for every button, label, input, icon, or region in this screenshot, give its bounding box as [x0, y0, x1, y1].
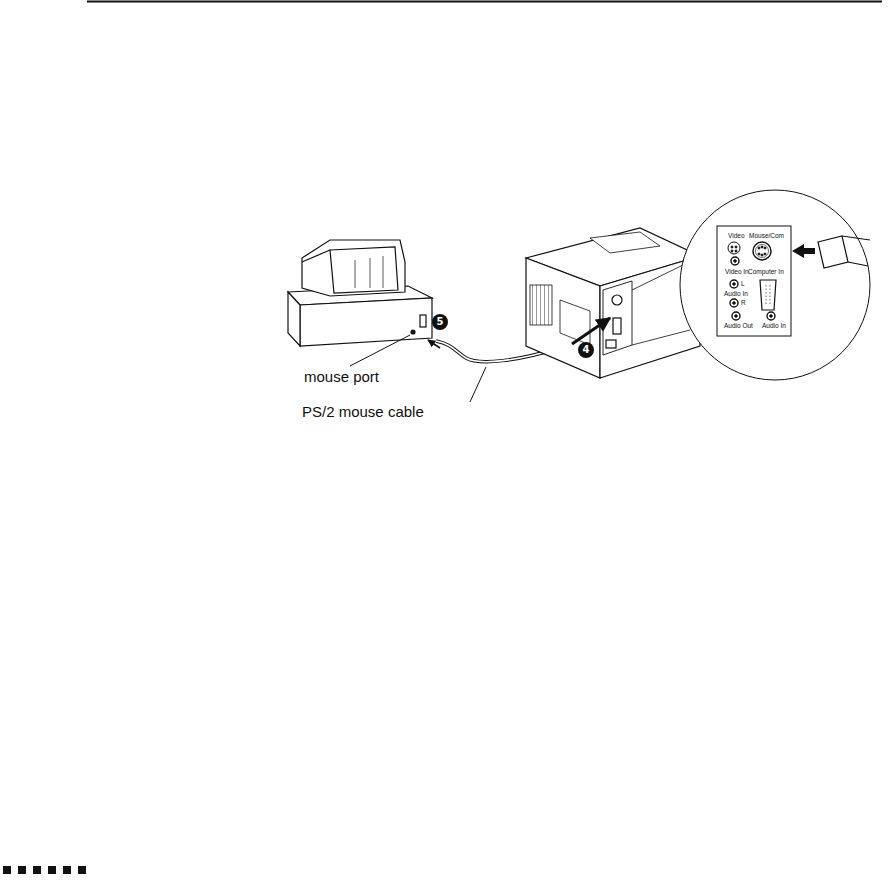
label-text: PS/2 mouse cable	[302, 404, 424, 421]
callout-number: 5	[432, 314, 448, 330]
port-label: Computer In	[748, 268, 784, 275]
port-label: Audio Out	[724, 322, 753, 329]
port-label: Mouse/Com	[749, 232, 784, 239]
callout-number: 4	[578, 342, 594, 358]
label-text: mouse port	[304, 369, 379, 386]
port-label: L	[741, 280, 745, 287]
port-label: Video In	[725, 268, 749, 275]
port-label: Audio In	[762, 322, 786, 329]
top-rule	[87, 1, 882, 3]
leader-line	[350, 335, 410, 366]
zoom-detail	[680, 190, 870, 380]
page-marks	[3, 866, 86, 874]
port-label: Video	[728, 232, 745, 239]
port-label: Audio In	[724, 290, 748, 297]
projector	[526, 228, 700, 378]
computer	[288, 240, 432, 346]
port-label: R	[741, 299, 746, 306]
leader-line	[470, 367, 486, 402]
insert-arrow	[572, 318, 610, 344]
